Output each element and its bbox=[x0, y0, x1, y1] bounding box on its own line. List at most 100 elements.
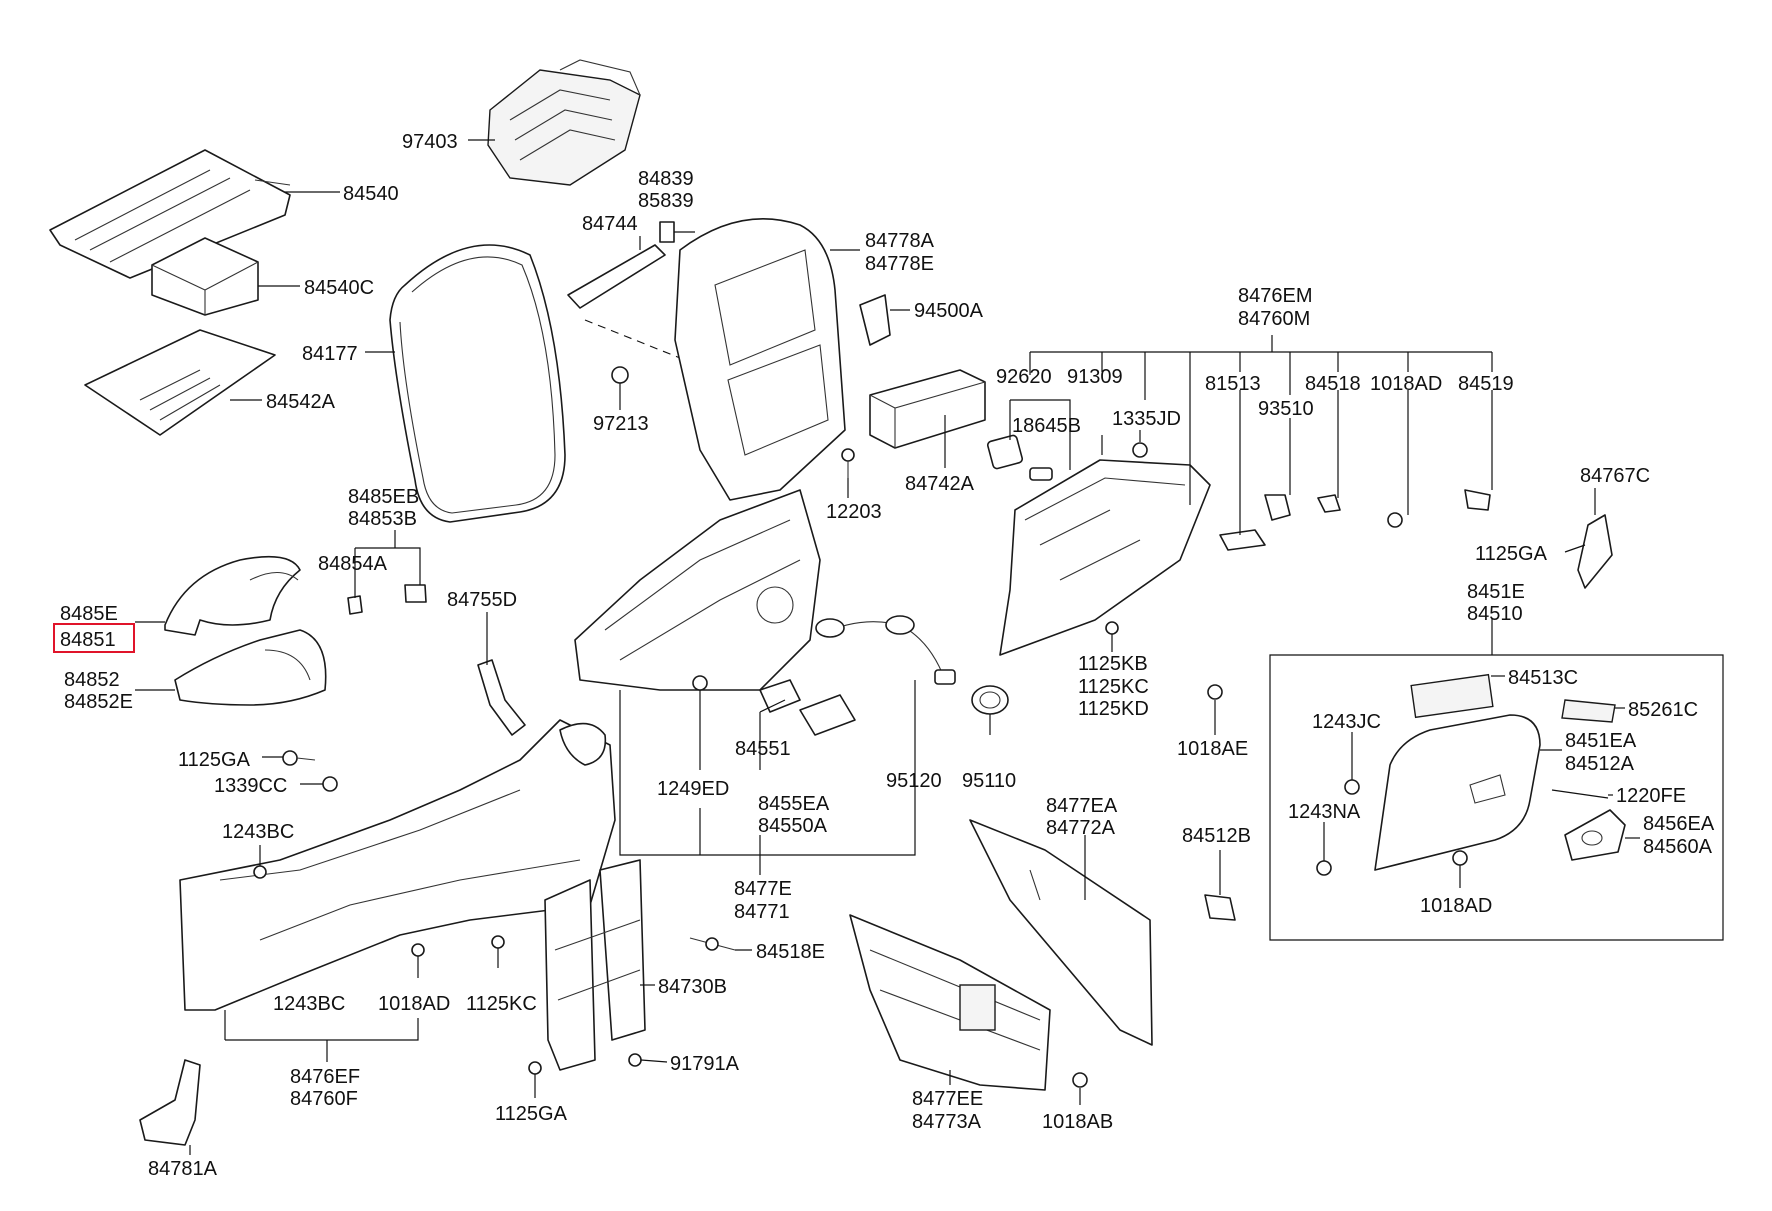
highlight-box bbox=[53, 623, 135, 653]
label-1125kd[interactable]: 1125KD bbox=[1078, 698, 1149, 720]
part-1243jc-screw bbox=[1344, 779, 1360, 795]
label-1125kc-mid[interactable]: 1125KC bbox=[1078, 676, 1149, 698]
label-84853b[interactable]: 84853B bbox=[348, 508, 417, 530]
glovebox-frame bbox=[1269, 654, 1724, 941]
label-1220fe[interactable]: 1220FE bbox=[1616, 785, 1686, 807]
label-12203[interactable]: 12203 bbox=[826, 501, 882, 523]
label-91791a[interactable]: 91791A bbox=[670, 1053, 740, 1075]
label-93510[interactable]: 93510 bbox=[1258, 398, 1314, 420]
label-1243bc-top[interactable]: 1243BC bbox=[222, 821, 294, 843]
label-8456ea[interactable]: 8456EA bbox=[1643, 813, 1715, 835]
label-1125kb[interactable]: 1125KB bbox=[1078, 653, 1148, 675]
label-1249ed[interactable]: 1249ED bbox=[657, 778, 729, 800]
label-1018ad-box[interactable]: 1018AD bbox=[1420, 895, 1492, 917]
label-1125ga-bottom[interactable]: 1125GA bbox=[495, 1103, 568, 1125]
label-84512a[interactable]: 84512A bbox=[1565, 753, 1635, 775]
label-84512b[interactable]: 84512B bbox=[1182, 825, 1251, 847]
part-center-stack-panel bbox=[574, 489, 821, 691]
label-84550a[interactable]: 84550A bbox=[758, 815, 828, 837]
label-91309[interactable]: 91309 bbox=[1067, 366, 1123, 388]
label-84742a[interactable]: 84742A bbox=[905, 473, 975, 495]
part-84518e-bolt bbox=[689, 937, 736, 951]
label-84760m[interactable]: 84760M bbox=[1238, 308, 1310, 330]
part-1018ad-screw-left bbox=[411, 943, 425, 957]
label-85261c[interactable]: 85261C bbox=[1628, 699, 1698, 721]
label-8451e[interactable]: 8451E bbox=[1467, 581, 1525, 603]
label-84519[interactable]: 84519 bbox=[1458, 373, 1514, 395]
label-84778a[interactable]: 84778A bbox=[865, 230, 935, 252]
label-84772a[interactable]: 84772A bbox=[1046, 817, 1116, 839]
label-95120[interactable]: 95120 bbox=[886, 770, 942, 792]
label-84540c[interactable]: 84540C bbox=[304, 277, 374, 299]
label-1243na[interactable]: 1243NA bbox=[1288, 801, 1361, 823]
label-1125ga-right[interactable]: 1125GA bbox=[1475, 543, 1548, 565]
label-84518[interactable]: 84518 bbox=[1305, 373, 1361, 395]
part-84512b-clip bbox=[1204, 894, 1236, 921]
label-1339cc[interactable]: 1339CC bbox=[214, 775, 287, 797]
label-1018ae[interactable]: 1018AE bbox=[1177, 738, 1248, 760]
label-8451ea[interactable]: 8451EA bbox=[1565, 730, 1637, 752]
label-84510[interactable]: 84510 bbox=[1467, 603, 1523, 625]
label-84177[interactable]: 84177 bbox=[302, 343, 358, 365]
label-85839[interactable]: 85839 bbox=[638, 190, 694, 212]
label-18645b[interactable]: 18645B bbox=[1012, 415, 1081, 437]
part-1243na-screw bbox=[1316, 860, 1332, 876]
label-8477e[interactable]: 8477E bbox=[734, 878, 792, 900]
label-81513[interactable]: 81513 bbox=[1205, 373, 1261, 395]
label-84852e[interactable]: 84852E bbox=[64, 691, 133, 713]
label-84839[interactable]: 84839 bbox=[638, 168, 694, 190]
label-84773a[interactable]: 84773A bbox=[912, 1111, 982, 1133]
label-84513c[interactable]: 84513C bbox=[1508, 667, 1578, 689]
part-84755d-bracket bbox=[477, 659, 526, 736]
label-1243bc-bottom[interactable]: 1243BC bbox=[273, 993, 345, 1015]
label-84852[interactable]: 84852 bbox=[64, 669, 120, 691]
label-8477ee[interactable]: 8477EE bbox=[912, 1088, 983, 1110]
part-95120-harness bbox=[815, 615, 956, 685]
label-8476ef[interactable]: 8476EF bbox=[290, 1066, 360, 1088]
label-1243jc[interactable]: 1243JC bbox=[1312, 711, 1381, 733]
label-84771[interactable]: 84771 bbox=[734, 901, 790, 923]
label-84760f[interactable]: 84760F bbox=[290, 1088, 358, 1110]
label-84560a[interactable]: 84560A bbox=[1643, 836, 1713, 858]
label-95110[interactable]: 95110 bbox=[962, 770, 1016, 792]
part-18645b-bulb bbox=[986, 434, 1053, 481]
label-84744[interactable]: 84744 bbox=[582, 213, 638, 235]
label-8477ea[interactable]: 8477EA bbox=[1046, 795, 1118, 817]
label-84781a[interactable]: 84781A bbox=[148, 1158, 218, 1180]
label-92620[interactable]: 92620 bbox=[996, 366, 1052, 388]
part-84839-clip bbox=[659, 221, 675, 243]
part-84853b-clip bbox=[404, 584, 427, 603]
label-84854a[interactable]: 84854A bbox=[318, 553, 388, 575]
part-84551-bezel bbox=[759, 679, 856, 736]
label-8485eb[interactable]: 8485EB bbox=[348, 486, 419, 508]
label-97213[interactable]: 97213 bbox=[593, 413, 649, 435]
label-84540[interactable]: 84540 bbox=[343, 183, 399, 205]
part-85261c bbox=[1561, 699, 1616, 723]
label-84767c[interactable]: 84767C bbox=[1580, 465, 1650, 487]
part-8451ea-glovebox-door bbox=[1374, 714, 1541, 871]
label-1018ad-left[interactable]: 1018AD bbox=[378, 993, 450, 1015]
label-84551[interactable]: 84551 bbox=[735, 738, 791, 760]
part-84177-panel bbox=[389, 244, 566, 523]
label-1125kc-low[interactable]: 1125KC bbox=[466, 993, 537, 1015]
leader-lines bbox=[135, 139, 1640, 1155]
label-84755d[interactable]: 84755D bbox=[447, 589, 517, 611]
label-1018ad-top[interactable]: 1018AD bbox=[1370, 373, 1442, 395]
label-1018ab[interactable]: 1018AB bbox=[1042, 1111, 1113, 1133]
label-8485e[interactable]: 8485E bbox=[60, 603, 118, 625]
label-84778e[interactable]: 84778E bbox=[865, 253, 934, 275]
label-1125ga-left[interactable]: 1125GA bbox=[178, 749, 251, 771]
label-97403[interactable]: 97403 bbox=[402, 131, 458, 153]
label-84542a[interactable]: 84542A bbox=[266, 391, 336, 413]
label-84851[interactable]: 84851 bbox=[60, 629, 116, 651]
label-84730b[interactable]: 84730B bbox=[658, 976, 727, 998]
part-97213-nut bbox=[611, 366, 629, 384]
label-8476em[interactable]: 8476EM bbox=[1238, 285, 1313, 307]
part-8456ea-latch bbox=[1564, 809, 1626, 861]
part-84852-lower-shroud bbox=[174, 629, 327, 706]
label-1335jd[interactable]: 1335JD bbox=[1112, 408, 1181, 430]
label-94500a[interactable]: 94500A bbox=[914, 300, 984, 322]
part-1220fe-pin bbox=[1551, 789, 1609, 799]
label-84518e[interactable]: 84518E bbox=[756, 941, 825, 963]
label-8455ea[interactable]: 8455EA bbox=[758, 793, 830, 815]
